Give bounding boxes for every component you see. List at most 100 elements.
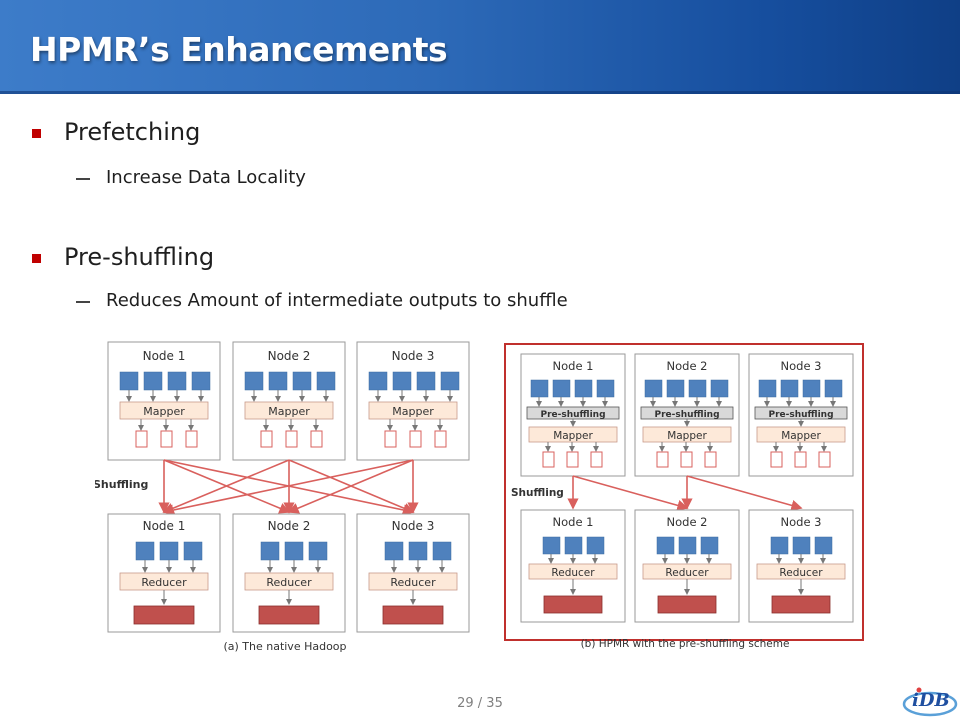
data-block (644, 379, 663, 398)
data-block (119, 371, 139, 391)
intermediate-output (260, 430, 273, 448)
map-node-label: Node 3 (392, 349, 435, 363)
map-node-label: Node 2 (268, 349, 311, 363)
sub-bullet-data-locality: Increase Data Locality (106, 167, 306, 188)
data-block (814, 536, 833, 555)
data-block (432, 541, 452, 561)
data-block (700, 536, 719, 555)
data-block (384, 541, 404, 561)
caption-native-hadoop: (a) The native Hadoop (223, 640, 346, 653)
data-block (292, 371, 312, 391)
intermediate-output (566, 451, 579, 468)
intermediate-output (680, 451, 693, 468)
reducer-label: Reducer (665, 567, 709, 579)
slide-title: HPMR’s Enhancements (30, 30, 448, 69)
data-block (135, 541, 155, 561)
data-block (574, 379, 593, 398)
mapper-label: Mapper (667, 430, 707, 442)
shuffle-arrow (287, 459, 414, 514)
intermediate-output (310, 430, 323, 448)
data-block (416, 371, 436, 391)
data-block (596, 379, 615, 398)
data-block (392, 371, 412, 391)
dash-icon (76, 178, 90, 180)
data-block (678, 536, 697, 555)
intermediate-output (285, 430, 298, 448)
reduce-node-label: Node 2 (667, 515, 708, 529)
intermediate-output (770, 451, 783, 468)
data-block (284, 541, 304, 561)
data-block (656, 536, 675, 555)
data-block (564, 536, 583, 555)
data-block (143, 371, 163, 391)
hpmr-frame (504, 343, 864, 641)
bullet-preshuffling: Pre-shuffling (64, 243, 215, 271)
mapper-label: Mapper (781, 430, 821, 442)
mapper-stage (642, 426, 732, 443)
shuffle-arrow (686, 475, 803, 511)
reduce-output (382, 605, 444, 625)
map-node-label: Node 2 (667, 359, 708, 373)
reduce-output (133, 605, 195, 625)
intermediate-output (384, 430, 397, 448)
reduce-node-label: Node 1 (143, 519, 186, 533)
map-node-label: Node 1 (143, 349, 186, 363)
intermediate-output (794, 451, 807, 468)
data-block (770, 536, 789, 555)
intermediate-output (590, 451, 603, 468)
reduce-node-label: Node 2 (268, 519, 311, 533)
data-block (542, 536, 561, 555)
data-block (268, 371, 288, 391)
dash-icon (76, 301, 90, 303)
data-block (666, 379, 685, 398)
data-block (244, 371, 264, 391)
reduce-output (543, 595, 603, 614)
reduce-output (258, 605, 320, 625)
mapper-stage (244, 401, 334, 420)
intermediate-output (818, 451, 831, 468)
intermediate-output (135, 430, 148, 448)
intermediate-output (434, 430, 447, 448)
reducer-label: Reducer (551, 567, 595, 579)
mapper-label: Mapper (553, 430, 593, 442)
mapper-stage (528, 426, 618, 443)
reducer-label: Reducer (390, 576, 436, 589)
data-block (780, 379, 799, 398)
intermediate-output (409, 430, 422, 448)
reduce-node-label: Node 3 (781, 515, 822, 529)
reduce-node-label: Node 1 (553, 515, 594, 529)
mapper-stage (368, 401, 458, 420)
intermediate-output (185, 430, 198, 448)
reducer-label: Reducer (141, 576, 187, 589)
bullet-marker-icon (32, 129, 41, 138)
bullet-marker-icon (32, 254, 41, 263)
intermediate-output (704, 451, 717, 468)
shuffle-arrow (162, 459, 290, 514)
data-block (758, 379, 777, 398)
map-node-label: Node 3 (781, 359, 822, 373)
sub-bullet-intermediate-outputs: Reduces Amount of intermediate outputs t… (106, 290, 568, 311)
mapper-label: Mapper (268, 405, 310, 418)
reducer-label: Reducer (779, 567, 823, 579)
map-node-label: Node 1 (553, 359, 594, 373)
data-block (308, 541, 328, 561)
preshuffle-label: Pre-shuffling (540, 410, 605, 420)
data-block (368, 371, 388, 391)
idb-logo-icon: iDB (902, 687, 958, 717)
reduce-output (771, 595, 831, 614)
intermediate-output (542, 451, 555, 468)
mapper-label: Mapper (392, 405, 434, 418)
mapper-stage (756, 426, 846, 443)
data-block (824, 379, 843, 398)
data-block (167, 371, 187, 391)
page-number: 29 / 35 (457, 696, 503, 711)
preshuffle-label: Pre-shuffling (654, 410, 719, 420)
shuffle-arrow (572, 475, 689, 511)
data-block (802, 379, 821, 398)
data-block (408, 541, 428, 561)
shuffle-arrow (162, 459, 414, 516)
title-bar: HPMR’s Enhancements (0, 0, 960, 94)
caption-hpmr: (b) HPMR with the pre-shuffling scheme (581, 638, 790, 650)
data-block (710, 379, 729, 398)
